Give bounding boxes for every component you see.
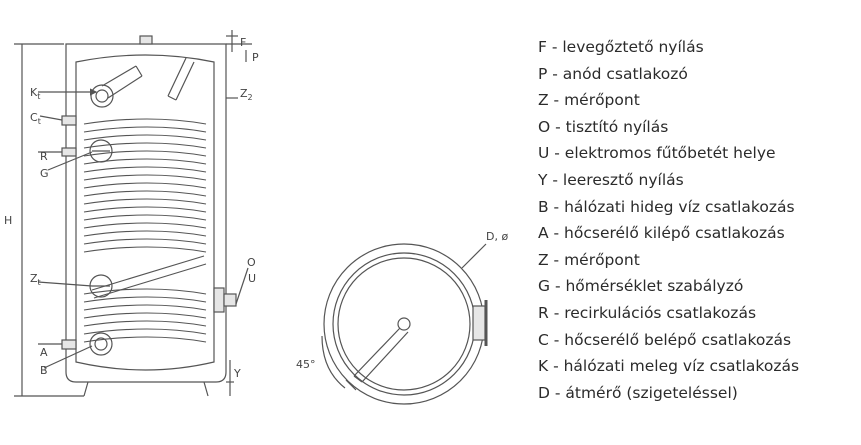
label-o: O xyxy=(247,256,256,269)
label-f: F xyxy=(240,36,246,49)
cleaning-opening-o xyxy=(213,287,225,313)
hot-water-port-k xyxy=(90,84,114,108)
side-view-labels: H Kt Ct R G Zt A B F P Z2 O U Y xyxy=(4,36,259,380)
side-view xyxy=(14,30,252,397)
tank-inner-vessel xyxy=(75,54,215,371)
label-k: Kt xyxy=(30,86,40,101)
tank-feet xyxy=(83,381,209,397)
label-p: P xyxy=(252,51,259,64)
label-r: R xyxy=(40,150,48,163)
label-z2: Z2 xyxy=(240,87,253,102)
legend-item: Y - leeresztő nyílás xyxy=(538,170,684,189)
hot-water-pipe-k xyxy=(101,65,143,99)
top-view-outer-circle xyxy=(323,243,485,405)
coil-inlet-connector-c xyxy=(61,115,77,126)
label-b: B xyxy=(40,364,48,377)
legend-item: F - levegőztető nyílás xyxy=(538,38,704,56)
label-g: G xyxy=(40,167,49,180)
label-y: Y xyxy=(233,367,241,380)
recirculation-connector-r xyxy=(61,147,77,157)
label-angle: 45° xyxy=(296,358,316,371)
legend-list: F - levegőztető nyílás P - anód csatlako… xyxy=(538,34,799,406)
label-u: U xyxy=(248,272,256,285)
coil-outlet-connector-a xyxy=(61,339,77,350)
legend-item: C - hőcserélő belépő csatlakozás xyxy=(538,330,792,349)
legend-item: Z - mérőpont xyxy=(538,250,640,269)
legend-item: D - átmérő (szigeteléssel) xyxy=(538,383,738,402)
heat-exchanger-coil xyxy=(83,118,207,343)
legend-item: O - tisztító nyílás xyxy=(538,117,669,136)
legend-item: B - hálózati hideg víz csatlakozás xyxy=(538,197,795,216)
label-h: H xyxy=(4,214,12,227)
legend-item: G - hőmérséklet szabályzó xyxy=(538,277,744,296)
top-view xyxy=(321,243,488,405)
label-c: Ct xyxy=(30,111,41,126)
anode-rod xyxy=(167,57,195,101)
cold-water-port-b xyxy=(89,332,113,356)
label-a: A xyxy=(40,346,48,359)
label-z: Zt xyxy=(30,272,41,287)
legend-item: P - anód csatlakozó xyxy=(538,64,688,83)
tank-outer-shell xyxy=(65,43,227,383)
heater-port-u xyxy=(223,293,237,307)
legend-item: R - recirkulációs csatlakozás xyxy=(538,303,757,322)
legend-item: A - hőcserélő kilépő csatlakozás xyxy=(538,224,785,243)
label-diameter: D, ø xyxy=(486,230,508,243)
legend-item: U - elektromos fűtőbetét helye xyxy=(538,144,776,163)
legend-item: K - hálózati meleg víz csatlakozás xyxy=(538,357,800,376)
vent-connector-f xyxy=(139,35,153,45)
legend-item: Z - mérőpont xyxy=(538,91,640,110)
